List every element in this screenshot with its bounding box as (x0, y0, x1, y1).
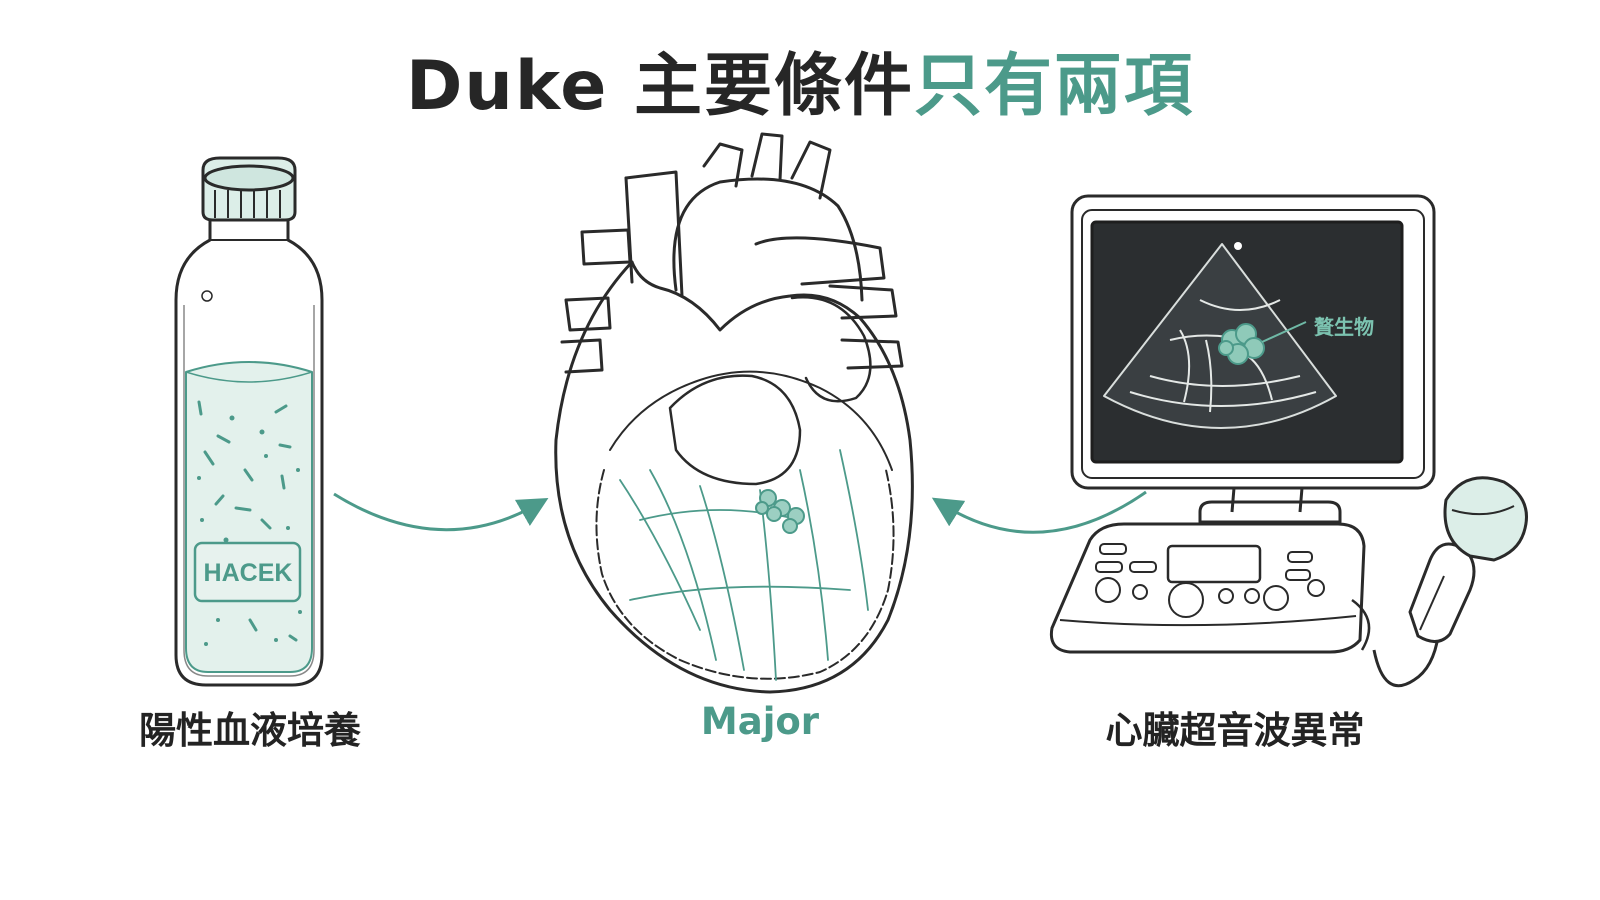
title-main: Duke 主要條件 (405, 47, 915, 126)
page-title: Duke 主要條件只有兩項 (0, 30, 1600, 129)
bottle-label-text: HACEK (204, 559, 293, 587)
arrow-monitor-to-heart (931, 490, 1147, 534)
monitor-caption: 心臟超音波異常 (1105, 709, 1365, 752)
heart-icon (554, 132, 914, 694)
arrow-bottle-to-heart (333, 492, 549, 532)
title-accent: 只有兩項 (914, 47, 1195, 126)
bottle-caption: 陽性血液培養 (139, 709, 361, 752)
heart-caption: Major (700, 700, 820, 743)
vegetation-annotation: 贅生物 (1314, 315, 1374, 339)
ultrasound-machine-icon (1049, 194, 1528, 688)
culture-bottle-icon (174, 156, 324, 687)
